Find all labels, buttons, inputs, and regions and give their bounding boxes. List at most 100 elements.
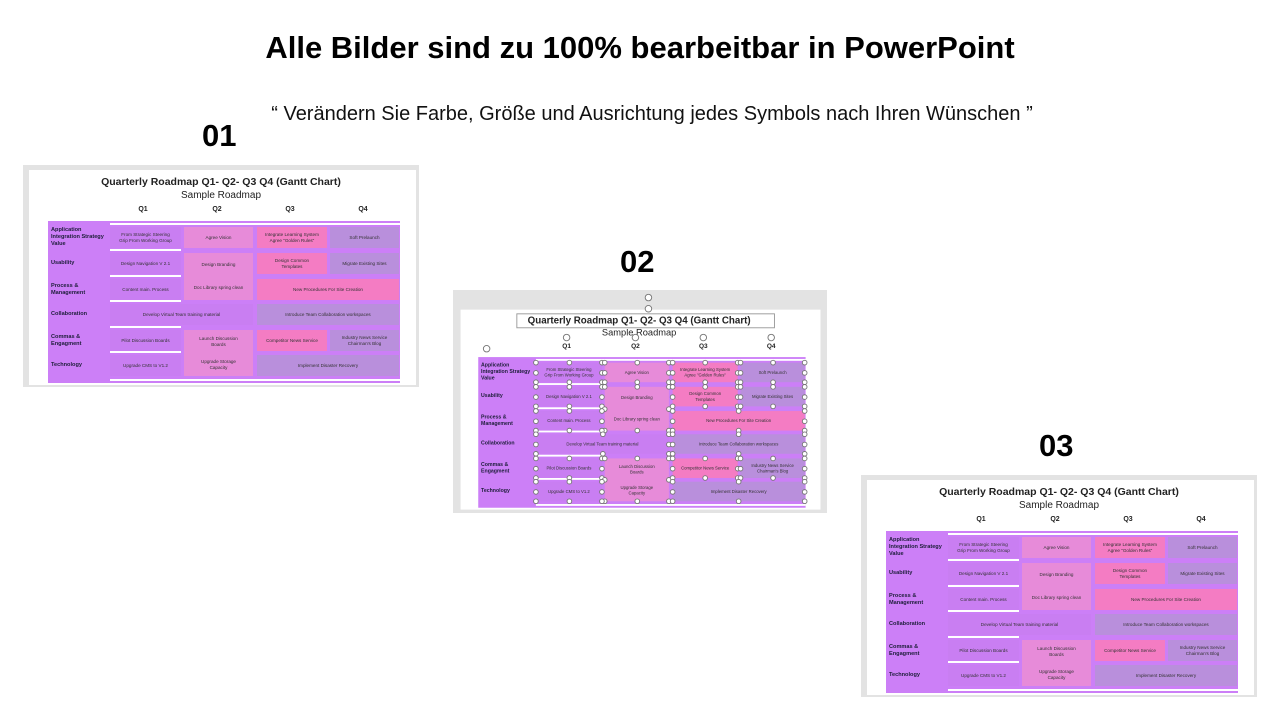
roadmap-task-cell[interactable]: Implement Disaster Recovery (672, 481, 805, 502)
roadmap-task-cell[interactable]: Content main. Process (110, 279, 181, 300)
selection-handle[interactable] (669, 488, 676, 495)
rotate-handle[interactable] (631, 333, 640, 342)
selection-handle[interactable] (702, 403, 708, 410)
roadmap-task-cell[interactable]: Upgrade CMS to V1.2 (948, 665, 1019, 686)
roadmap-task-cell[interactable]: Design Navigation V 2.1 (110, 253, 181, 274)
roadmap-slide-03[interactable]: Quarterly Roadmap Q1- Q2- Q3 Q4 (Gantt C… (861, 475, 1257, 697)
rotate-handle[interactable] (562, 333, 571, 342)
selection-handle[interactable] (533, 384, 539, 390)
roadmap-task-cell[interactable]: Pilot Discussion Boards (948, 640, 1019, 661)
selection-handle[interactable] (566, 427, 572, 434)
selection-handle[interactable] (566, 478, 572, 485)
selection-handle[interactable] (599, 488, 605, 495)
roadmap-task-cell[interactable]: Migrate Existing Sites (740, 386, 805, 407)
roadmap-task-cell[interactable]: Develop Virtual Team training material (110, 304, 253, 325)
selection-handle[interactable] (737, 465, 744, 472)
roadmap-task-cell[interactable]: Integrate Learning System Agree "Golden … (1095, 537, 1165, 558)
quarter-header[interactable]: Q3 (698, 343, 708, 350)
selection-handle[interactable] (566, 408, 572, 414)
roadmap-task-cell[interactable]: Upgrade CMS to V1.2 (535, 481, 602, 502)
selection-handle[interactable] (769, 384, 776, 390)
selection-handle[interactable] (533, 359, 539, 366)
selection-handle[interactable] (566, 384, 572, 390)
roadmap-task-cell[interactable]: Develop Virtual Team training material (535, 434, 669, 454)
selection-handle[interactable] (801, 417, 808, 424)
rotate-handle[interactable] (644, 305, 653, 313)
selection-handle[interactable] (566, 498, 572, 505)
selection-handle[interactable] (737, 393, 744, 400)
roadmap-task-cell[interactable]: Implement Disaster Recovery (1095, 665, 1237, 686)
quarter-header[interactable]: Q2 (631, 343, 640, 350)
roadmap-task-cell[interactable]: Agree Vision (604, 362, 669, 383)
selection-handle[interactable] (669, 431, 676, 438)
roadmap-task-cell[interactable]: Industry News Service Chairman's Blog (740, 458, 805, 478)
roadmap-task-cell[interactable]: Integrate Learning System Agree "Golden … (257, 227, 327, 248)
roadmap-task-cell[interactable]: Soft Prelaunch (1168, 537, 1237, 558)
selection-handle[interactable] (601, 369, 608, 376)
selection-handle[interactable] (737, 384, 744, 390)
selection-handle[interactable] (533, 408, 539, 414)
selection-handle[interactable] (769, 403, 776, 410)
roadmap-task-cell[interactable]: Introduce Team Collaboration workspaces (672, 434, 805, 454)
selection-handle[interactable] (599, 417, 605, 424)
selection-handle[interactable] (634, 498, 640, 505)
selection-handle[interactable] (669, 408, 676, 414)
selection-handle[interactable] (702, 359, 708, 366)
roadmap-task-cell[interactable]: Agree Vision (184, 227, 253, 248)
selection-handle[interactable] (634, 359, 640, 366)
roadmap-task-cell[interactable]: Soft Prelaunch (740, 362, 805, 383)
selection-handle[interactable] (801, 478, 808, 485)
selection-handle[interactable] (801, 441, 808, 447)
selection-handle[interactable] (801, 431, 808, 438)
roadmap-task-cell[interactable]: Upgrade CMS to V1.2 (110, 355, 181, 376)
selection-handle[interactable] (801, 488, 808, 495)
selection-handle[interactable] (735, 478, 742, 485)
selection-handle[interactable] (599, 393, 605, 400)
roadmap-task-cell[interactable]: Competitor News Service (1095, 640, 1165, 661)
roadmap-task-cell[interactable]: Design Common Templates (257, 253, 327, 274)
roadmap-task-cell[interactable]: From Strategic Steering Grip From Workin… (948, 537, 1019, 558)
rotate-handle[interactable] (767, 333, 775, 342)
selection-handle[interactable] (669, 384, 676, 390)
selection-handle[interactable] (669, 498, 676, 505)
selection-handle[interactable] (533, 465, 539, 472)
roadmap-slide-01[interactable]: Quarterly Roadmap Q1- Q2- Q3 Q4 (Gantt C… (23, 165, 419, 387)
selection-handle[interactable] (599, 478, 605, 485)
roadmap-task-cell[interactable]: Agree Vision (1022, 537, 1091, 558)
selection-handle[interactable] (669, 478, 676, 485)
roadmap-task-cell[interactable]: New Procedures For Site Creation (672, 411, 805, 431)
selection-handle[interactable] (533, 455, 539, 462)
selection-handle[interactable] (801, 498, 808, 505)
selection-handle[interactable] (634, 455, 640, 462)
roadmap-task-cell[interactable]: Migrate Existing Sites (1168, 563, 1237, 584)
roadmap-task-cell[interactable]: Design Navigation V 2.1 (535, 386, 602, 407)
roadmap-task-cell[interactable]: From Strategic Steering Grip From Workin… (110, 227, 181, 248)
roadmap-subtitle[interactable]: Sample Roadmap (601, 328, 677, 339)
selection-handle[interactable] (634, 427, 640, 434)
selection-handle[interactable] (801, 359, 808, 366)
selection-handle[interactable] (533, 431, 539, 438)
quarter-header[interactable]: Q1 (562, 343, 571, 350)
roadmap-task-cell[interactable]: Pilot Discussion Boards (535, 458, 602, 478)
roadmap-task-cell[interactable]: New Procedures For Site Creation (1095, 589, 1237, 610)
selection-handle[interactable] (669, 369, 676, 376)
selection-handle[interactable] (533, 498, 539, 505)
roadmap-task-cell[interactable]: Competitor News Service (672, 458, 738, 478)
selection-handle[interactable] (735, 408, 742, 414)
roadmap-task-cell[interactable]: Content main. Process (535, 411, 602, 431)
rotate-handle[interactable] (699, 333, 708, 342)
selection-handle[interactable] (737, 369, 744, 376)
selection-handle[interactable] (801, 408, 808, 414)
roadmap-task-cell[interactable]: Introduce Team Collaboration workspaces (257, 304, 399, 325)
selection-handle[interactable] (669, 441, 676, 447)
selection-handle[interactable] (669, 465, 676, 472)
selection-handle[interactable] (599, 408, 605, 414)
selection-handle[interactable] (599, 431, 606, 438)
selection-handle[interactable] (533, 478, 539, 485)
rotate-handle[interactable] (644, 293, 653, 302)
selection-handle[interactable] (599, 498, 605, 505)
